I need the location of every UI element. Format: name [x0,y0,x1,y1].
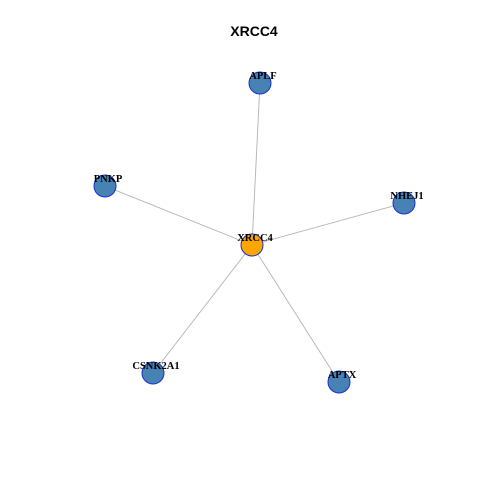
edge-xrcc4-nhej1 [251,202,405,246]
edge-xrcc4-csnk2a1 [152,244,253,374]
diagram-title: XRCC4 [230,23,278,39]
edge-xrcc4-pnkp [104,185,253,246]
node-label-csnk2a1: CSNK2A1 [132,361,179,372]
node-label-aplf: APLF [249,71,276,82]
node-aplf [248,71,272,95]
node-label-nhej1: NHEJ1 [390,191,423,202]
edge-xrcc4-aptx [251,244,340,383]
edge-layer [104,82,405,383]
node-csnk2a1 [141,361,165,385]
node-nhej1 [392,191,416,215]
node-aptx [327,370,351,394]
node-label-aptx: APTX [328,370,357,381]
node-xrcc4 [240,233,264,257]
node-label-xrcc4: XRCC4 [237,233,273,244]
edge-xrcc4-aplf [251,82,261,246]
node-label-pnkp: PNKP [94,174,123,185]
node-pnkp [93,174,117,198]
